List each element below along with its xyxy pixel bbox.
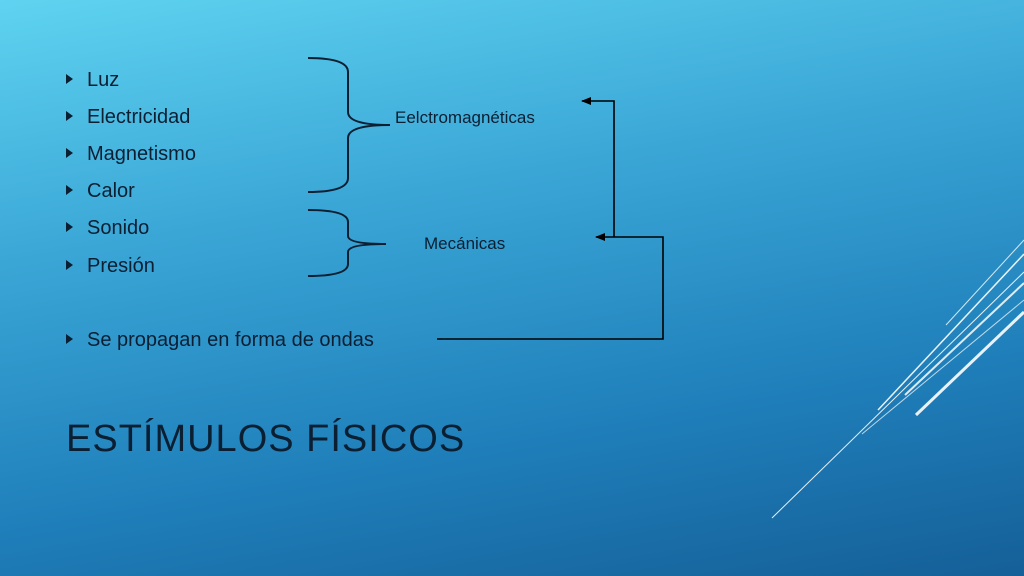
- brace-electromagnetic: [307, 57, 391, 193]
- bullet-electricidad: Electricidad: [66, 105, 190, 129]
- triangle-bullet-icon: [66, 259, 73, 270]
- triangle-bullet-icon: [66, 221, 73, 232]
- connector-mechanical-to-electromagnetic: [581, 97, 615, 237]
- triangle-bullet-icon: [66, 73, 73, 84]
- bullet-text: Calor: [87, 180, 135, 202]
- bullet-sonido: Sonido: [66, 216, 149, 240]
- bullet-ondas: Se propagan en forma de ondas: [66, 328, 374, 352]
- bullet-text: Se propagan en forma de ondas: [87, 329, 374, 351]
- bullet-magnetismo: Magnetismo: [66, 142, 196, 166]
- brace-mechanical: [307, 209, 387, 277]
- bullet-text: Luz: [87, 69, 120, 91]
- connector-waves-to-mechanical: [437, 233, 664, 340]
- label-electromagnetic: Eelctromagnéticas: [395, 108, 535, 127]
- triangle-bullet-icon: [66, 110, 73, 121]
- decorative-lines: [771, 239, 1024, 519]
- bullet-text: Electricidad: [87, 106, 191, 128]
- bullet-text: Magnetismo: [87, 143, 196, 165]
- bullet-presion: Presión: [66, 254, 155, 278]
- triangle-bullet-icon: [66, 184, 73, 195]
- label-mechanical: Mecánicas: [424, 234, 506, 253]
- triangle-bullet-icon: [66, 333, 73, 344]
- bullet-calor: Calor: [66, 179, 135, 203]
- bullet-text: Sonido: [87, 217, 150, 239]
- triangle-bullet-icon: [66, 147, 73, 158]
- bullet-text: Presión: [87, 255, 155, 277]
- bullet-luz: Luz: [66, 68, 119, 92]
- slide-title: ESTÍMULOS FÍSICOS: [66, 418, 466, 460]
